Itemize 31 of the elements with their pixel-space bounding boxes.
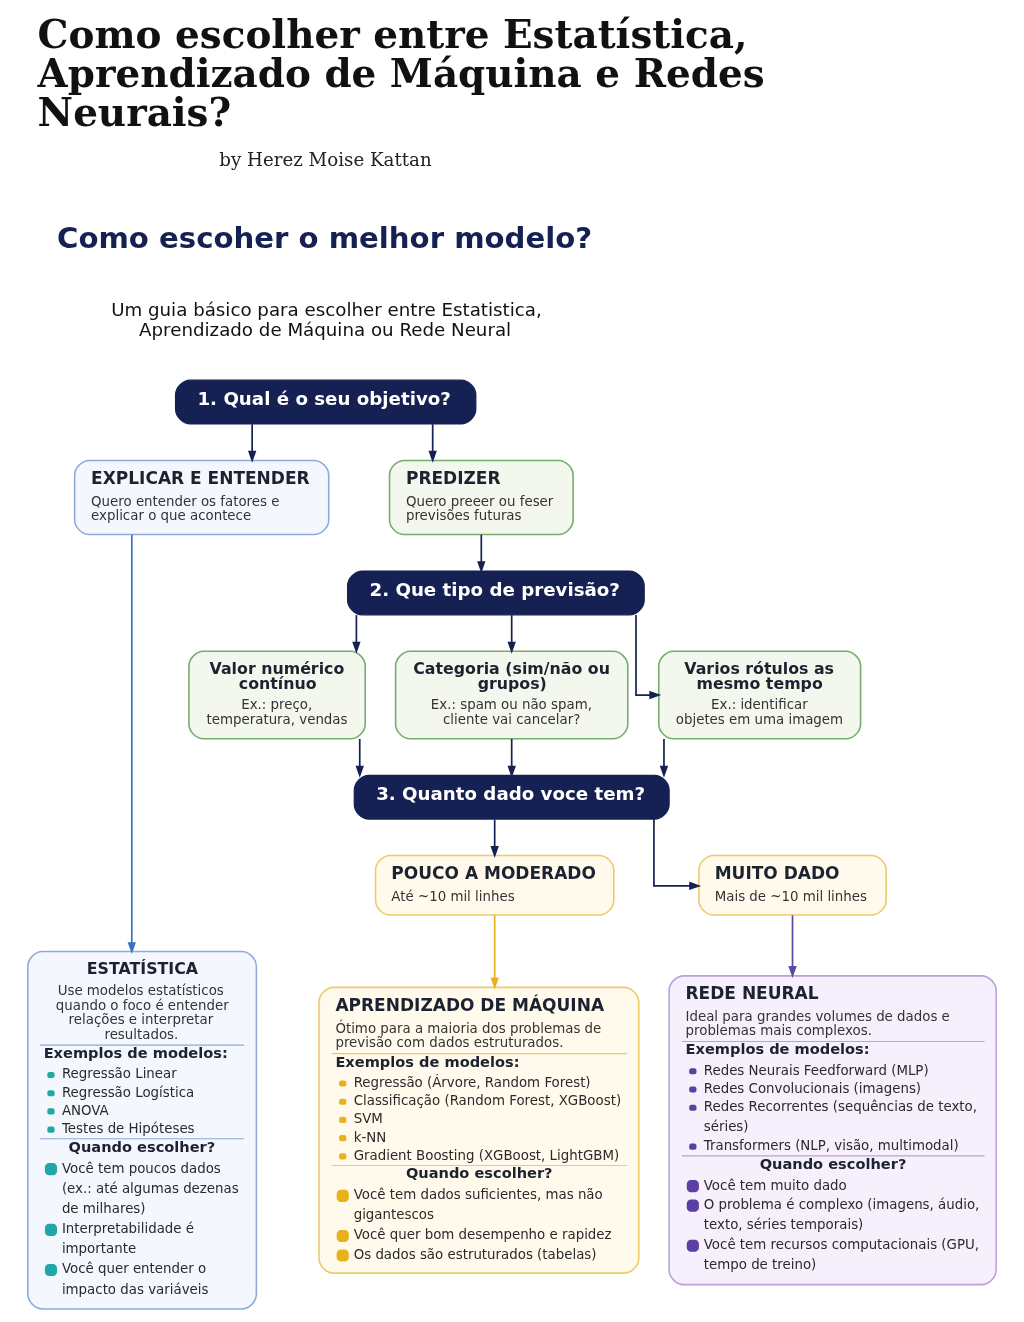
arrow xyxy=(635,614,662,700)
node-box: REDE NEURAL Ideal para grandes volumes de dados e problemas mais complexos. Exemplos de modelos: Redes Neurais Feedforward (MLP) Redes Convolucionais (imagens) Redes Recorrentes (sequências de texto, séries) Transformers (NLP, visão, multimodal) Quando escolher? Você tem muito dado O problema é complexo (imagens, áudio, texto, séries temporais) Você tem recursos computacionais (GPU, tempo de treino) xyxy=(668,975,997,1286)
arrow xyxy=(490,914,499,990)
node-box: PREDIZER Quero preeer ou feser previsões futuras xyxy=(388,459,574,536)
arrow xyxy=(507,738,516,778)
node-box: APRENDIZADO DE MÁQUINA Ótimo para a maioria dos problemas de previsão com dados estruturados. Exemplos de modelos: Regressão (Árvore, Random Forest) Classificação (Random Forest, XGBoost) SVM k-NN Gradient Boosting (XGBoost, LightGBM) Quando escolher? Você tem dados suficientes, mas não gigantescos Você quer bom desempenho e rapidez Os dados são estruturados (tabelas) xyxy=(318,986,640,1274)
arrow xyxy=(127,533,136,955)
node-box: POUCO A MODERADO Até ~10 mil linhes xyxy=(374,854,615,916)
node-box: 3. Quanto dado voce tem? xyxy=(353,774,670,820)
label: Como escoher o melhor modelo? xyxy=(57,220,593,255)
arrow xyxy=(507,614,516,654)
node-box: 1. Qual é o seu objetivo? xyxy=(174,379,477,425)
arrow xyxy=(659,738,669,778)
arrow xyxy=(428,423,437,463)
arrow xyxy=(490,818,499,858)
node-box: Varios rótulos as mesmo tempo Ex.: identificar objetes em uma imagem xyxy=(658,650,862,740)
node-box: Categoria (sim/não ou grupos) Ex.: spam ou não spam, cliente vai cancelar? xyxy=(394,650,629,740)
label: Um guia básico para escolher entre Estatistica, Aprendizado de Máquina ou Rede Neural xyxy=(111,298,542,341)
arrow xyxy=(355,738,364,778)
node-box: 2. Que tipo de previsão? xyxy=(346,570,645,616)
node-box: MUITO DADO Mais de ~10 mil linhes xyxy=(698,854,887,916)
diagram-title: Como escolher entre Estatística, Aprendizado de Máquina e Redes Neurais? xyxy=(37,10,765,135)
arrow xyxy=(653,818,702,891)
node-box: Valor numérico contínuo Ex.: preço, temperatura, vendas xyxy=(188,650,366,740)
node-box: ESTATÍSTICA Use modelos estatísticos quando o foco é entender relações e interpretar resultados. Exemplos de modelos: Regressão Linear Regressão Logística ANOVA Testes de Hipóteses Quando escolher? Você tem poucos dados (ex.: até algumas dezenas de milhares) Interpretabilidade é importante Você quer entender o impacto das variáveis xyxy=(27,950,258,1310)
arrow xyxy=(247,423,257,463)
label: by Herez Moise Kattan xyxy=(219,148,432,170)
node-box: EXPLICAR E ENTENDER Quero entender os fatores e explicar o que acontece xyxy=(73,459,330,536)
arrow xyxy=(352,614,361,654)
arrow xyxy=(477,533,486,574)
arrow xyxy=(788,914,797,978)
